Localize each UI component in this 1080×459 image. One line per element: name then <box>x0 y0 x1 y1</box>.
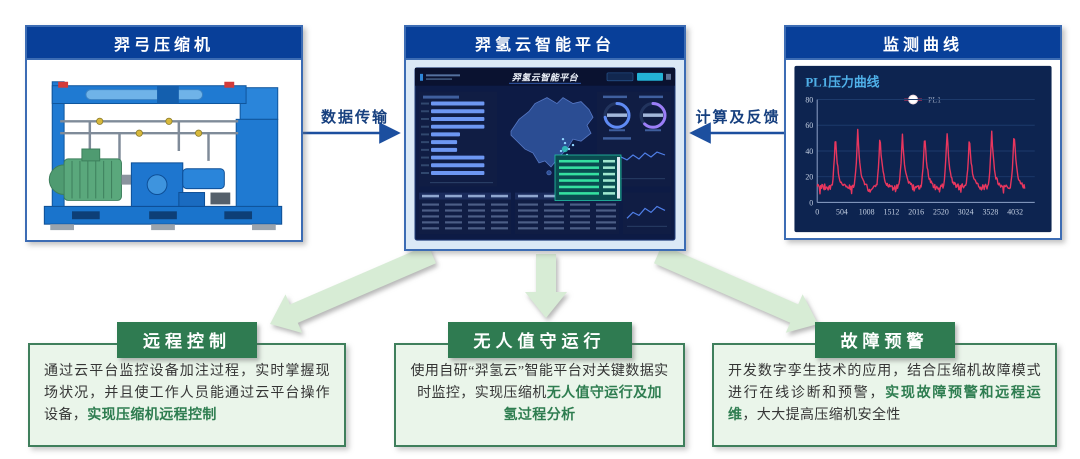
unmanned-operation-title: 无人值守运行 <box>447 322 632 358</box>
svg-text:4032: 4032 <box>1007 207 1023 216</box>
unmanned-operation-text: 使用自研“羿氢云”智能平台对关键数据实时监控，实现压缩机无人值守运行及加氢过程分… <box>410 364 669 423</box>
remote-control-body: 通过云平台监控设备加注过程，实时掌握现场状况，并且使工作人员能通过云平台操作设备… <box>28 343 346 447</box>
svg-text:40: 40 <box>805 147 813 156</box>
compressor-photo <box>43 81 283 231</box>
svg-text:1512: 1512 <box>884 207 900 216</box>
svg-text:20: 20 <box>805 173 813 182</box>
pl1-chart-title: PL1压力曲线 <box>805 75 879 90</box>
svg-text:1008: 1008 <box>859 207 875 216</box>
remote-control-text: 通过云平台监控设备加注过程，实时掌握现场状况，并且使工作人员能通过云平台操作设备… <box>44 364 330 423</box>
dashboard-gauges <box>603 102 667 132</box>
unmanned-operation-panel: 无人值守运行 使用自研“羿氢云”智能平台对关键数据实时监控，实现压缩机无人值守运… <box>394 322 685 447</box>
fault-warning-text: 开发数字孪生技术的应用，结合压缩机故障模式进行在线诊断和预警，实现故障预警和远程… <box>728 364 1042 423</box>
compressor-box-title: 羿弓压缩机 <box>27 27 301 60</box>
svg-text:0: 0 <box>809 198 813 207</box>
flow-label-data-transmission: 数据传输 <box>320 110 389 126</box>
dashboard-table-left <box>419 192 511 235</box>
svg-text:80: 80 <box>805 96 813 105</box>
svg-text:504: 504 <box>836 207 848 216</box>
curves-box-title: 监测曲线 <box>786 27 1060 60</box>
fault-warning-body: 开发数字孪生技术的应用，结合压缩机故障模式进行在线诊断和预警，实现故障预警和远程… <box>712 343 1057 447</box>
svg-text:2520: 2520 <box>933 207 949 216</box>
motor <box>48 148 132 201</box>
platform-box: 羿氢云智能平台 羿氢云智能平台 <box>404 25 686 251</box>
fault-warning-panel: 故障预警 开发数字孪生技术的应用，结合压缩机故障模式进行在线诊断和预警，实现故障… <box>712 322 1057 447</box>
svg-text:3528: 3528 <box>982 207 998 216</box>
fault-warning-title: 故障预警 <box>814 322 955 358</box>
valves <box>96 117 203 137</box>
compressor-block <box>130 162 231 207</box>
remote-control-title: 远程控制 <box>117 322 257 358</box>
map-popup-table <box>554 154 622 201</box>
unmanned-operation-body: 使用自研“羿氢云”智能平台对关键数据实时监控，实现压缩机无人值守运行及加氢过程分… <box>394 343 685 447</box>
svg-text:60: 60 <box>805 121 813 130</box>
platform-box-body: 羿氢云智能平台 <box>406 60 684 249</box>
compressor-box-body <box>27 60 301 240</box>
compressor-box: 羿弓压缩机 <box>25 25 303 242</box>
svg-text:0: 0 <box>815 207 819 216</box>
dashboard-bar-chart <box>421 101 485 175</box>
piping <box>60 120 239 161</box>
platform-box-title: 羿氢云智能平台 <box>406 27 684 60</box>
dashboard-title: 羿氢云智能平台 <box>512 72 579 82</box>
flow-label-feedback: 计算及反馈 <box>695 110 781 126</box>
dashboard-preview: 羿氢云智能平台 <box>414 67 676 241</box>
dashboard-line-chart-2 <box>626 205 666 219</box>
svg-text:3024: 3024 <box>958 207 974 216</box>
remote-control-panel: 远程控制 通过云平台监控设备加注过程，实时掌握现场状况，并且使工作人员能通过云平… <box>28 322 346 447</box>
block-arrows-group <box>270 244 818 333</box>
svg-text:2016: 2016 <box>908 207 924 216</box>
